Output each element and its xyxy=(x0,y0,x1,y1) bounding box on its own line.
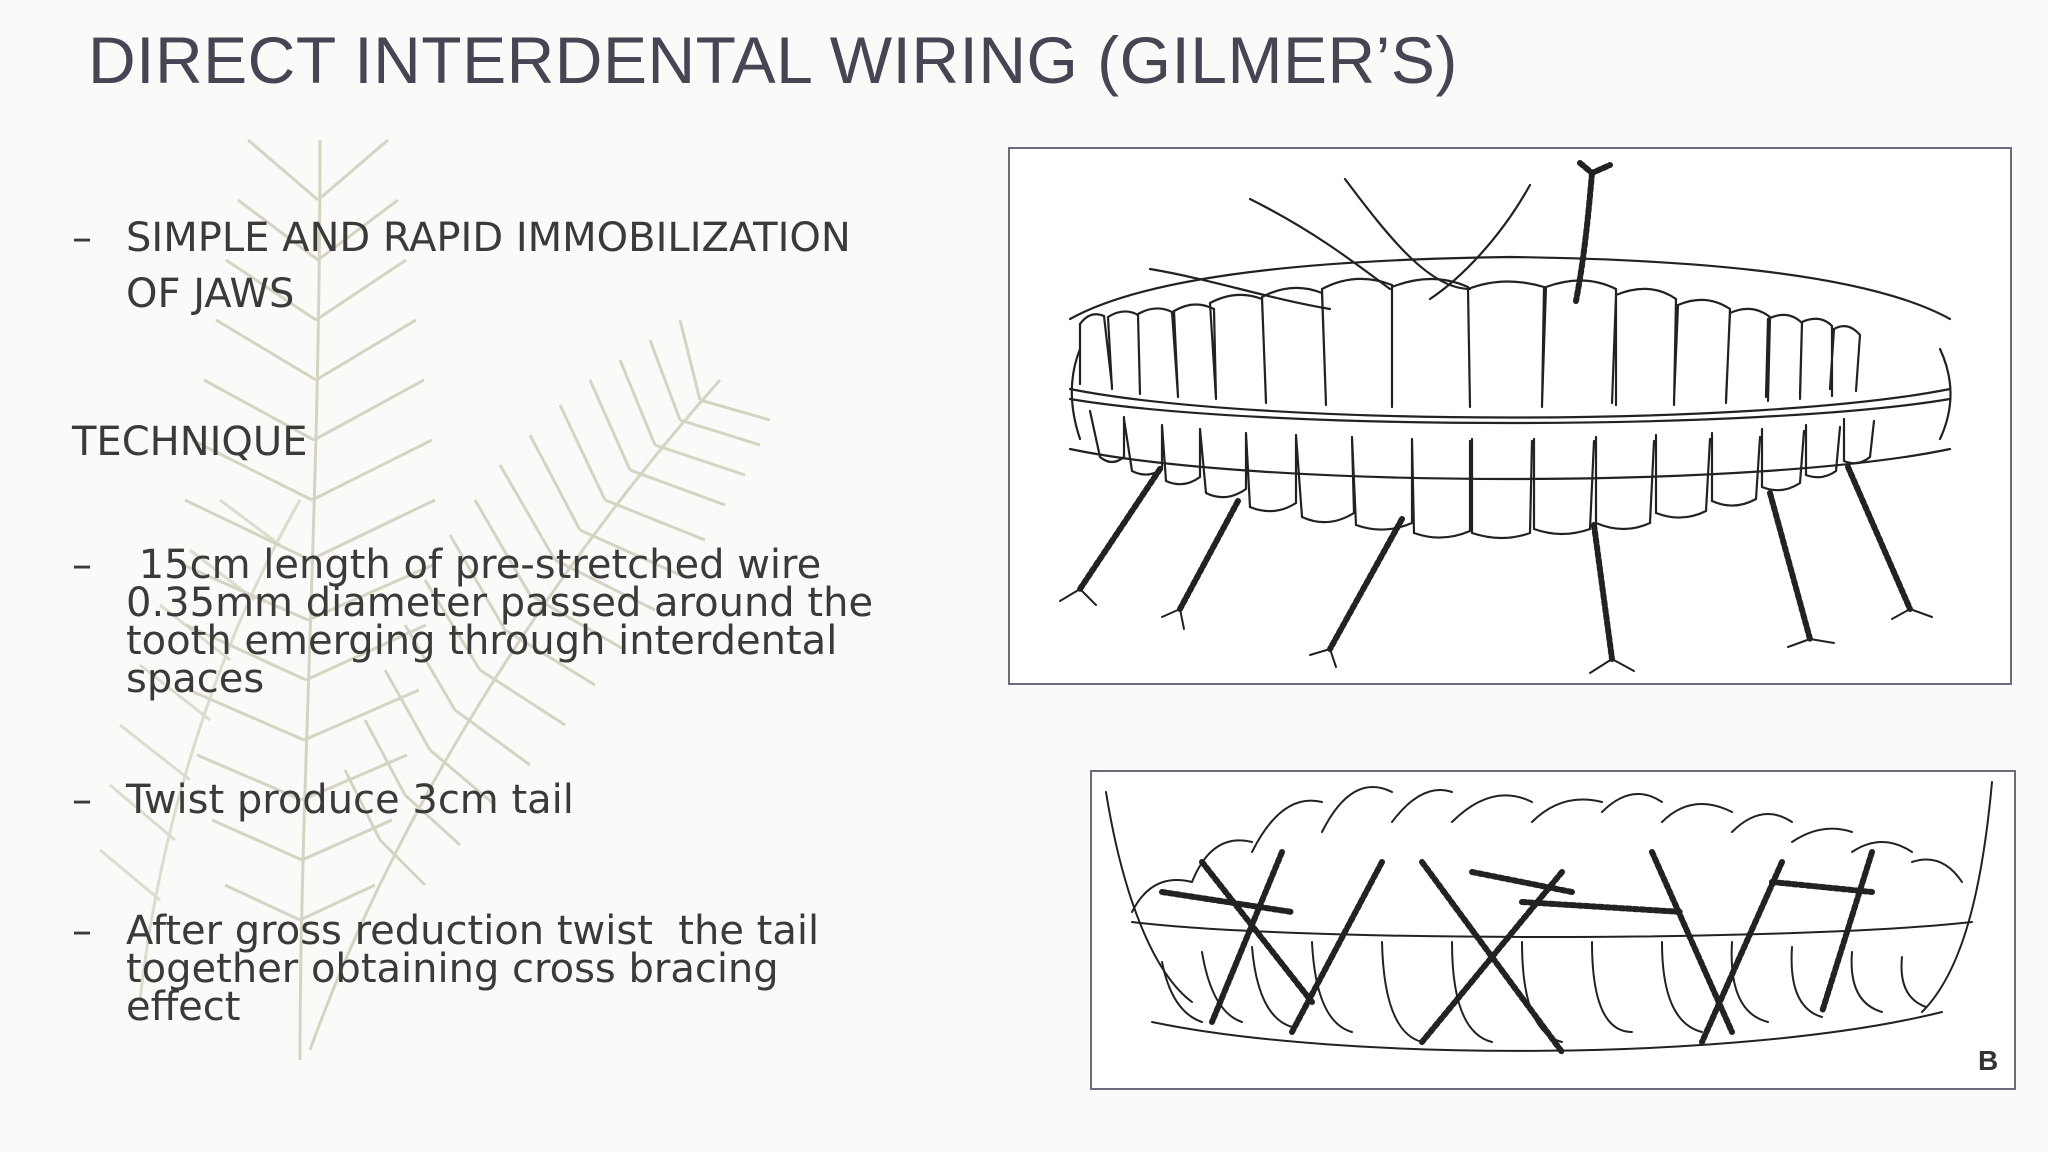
figure-top xyxy=(1008,147,2012,685)
content-column: – SIMPLE AND RAPID IMMOBILIZATION OF JAW… xyxy=(72,0,972,1152)
bullet-dash: – xyxy=(72,908,92,954)
teeth-wiring-illustration-icon xyxy=(1059,160,1952,674)
technique-heading: TECHNIQUE xyxy=(72,419,308,465)
bullet-line: Twist produce 3cm tail xyxy=(126,777,574,823)
bullet-text: After gross reduction twist the tail tog… xyxy=(126,908,986,1030)
cross-bracing-illustration-icon: B xyxy=(1105,781,1998,1076)
figure-bottom: B xyxy=(1090,770,2016,1090)
feather-watermark-icon xyxy=(99,138,771,1061)
bullet-line: effect xyxy=(126,984,241,1030)
bullet-text: SIMPLE AND RAPID IMMOBILIZATION OF JAWS xyxy=(126,210,986,322)
bullet-line: 15cm length of pre-stretched wire xyxy=(126,542,822,588)
bullet-line: After gross reduction twist the tail xyxy=(126,908,820,954)
bullet-dash: – xyxy=(72,777,92,823)
bullet-text: 15cm length of pre-stretched wire 0.35mm… xyxy=(126,542,986,702)
bullet-line: tooth emerging through interdental xyxy=(126,618,838,664)
bullet-line: 0.35mm diameter passed around the xyxy=(126,580,874,626)
bullet-dash: – xyxy=(72,215,92,261)
bullet-line: together obtaining cross bracing xyxy=(126,946,779,992)
bullet-line: SIMPLE AND RAPID IMMOBILIZATION xyxy=(126,215,851,261)
bullet-line: spaces xyxy=(126,656,265,702)
figure-label: B xyxy=(1978,1045,1998,1076)
bullet-dash: – xyxy=(72,542,92,588)
slide-title: DIRECT INTERDENTAL WIRING (GILMER’S) xyxy=(88,23,1458,97)
bullet-line: OF JAWS xyxy=(126,271,295,317)
bullet-text: Twist produce 3cm tail xyxy=(126,772,986,828)
